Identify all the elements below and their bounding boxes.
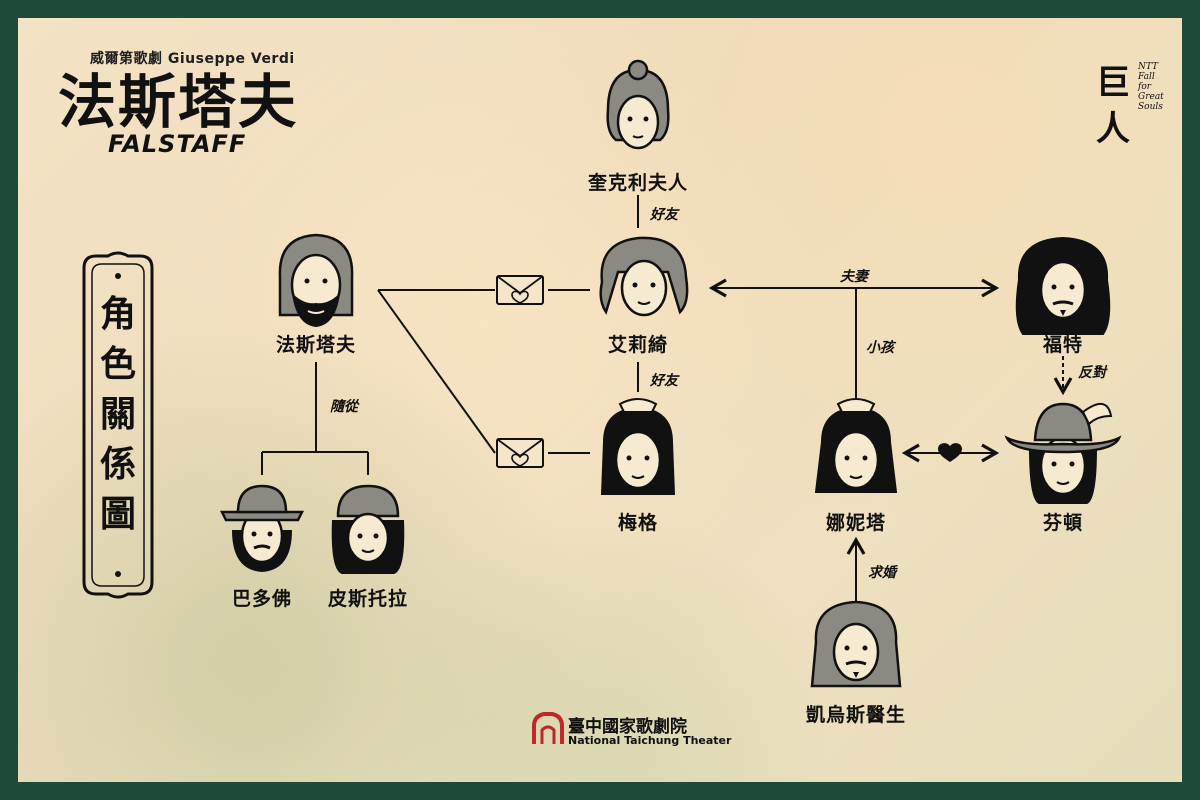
- letter-icon-1: [496, 275, 544, 305]
- opera-title-en: FALSTAFF: [108, 130, 247, 158]
- rel-friend-meg: 好友: [650, 373, 678, 389]
- portrait-meg: [600, 398, 676, 495]
- theater-name-en: National Taichung Theater: [568, 734, 732, 747]
- name-meg: 梅格: [617, 512, 658, 534]
- portrait-nannetta: [814, 398, 898, 493]
- portrait-caius: [810, 600, 902, 688]
- festival-logo-small-text: NTT Fall for Great Souls: [1138, 62, 1164, 112]
- name-quickly: 奎克利夫人: [587, 172, 688, 194]
- portrait-quickly: [606, 59, 670, 150]
- banner-title: 角色關係圖: [99, 294, 136, 535]
- portrait-alice: [599, 236, 689, 317]
- title-block: 威爾第歌劇 Giuseppe Verdi 法斯塔夫 FALSTAFF: [58, 48, 328, 158]
- theater-logo-icon: [532, 712, 564, 744]
- heart-icon: [938, 443, 962, 462]
- theater-logo: 臺中國家歌劇院 National Taichung Theater: [528, 712, 731, 752]
- rel-friend-quickly: 好友: [650, 207, 678, 223]
- rel-follower: 隨從: [330, 399, 358, 415]
- portrait-bardolfo: [219, 484, 305, 572]
- festival-logo: 巨人 NTT Fall for Great Souls: [1090, 60, 1164, 200]
- name-pistola: 皮斯托拉: [327, 588, 408, 610]
- banner-frame: [82, 251, 154, 599]
- rel-oppose: 反對: [1078, 365, 1106, 381]
- portrait-falstaff: [278, 233, 354, 327]
- portrait-pistola: [331, 484, 405, 574]
- letter-icon-2: [496, 438, 544, 468]
- opera-subtitle: 威爾第歌劇 Giuseppe Verdi: [90, 51, 295, 67]
- name-bardolfo: 巴多佛: [231, 588, 292, 610]
- name-alice: 艾莉綺: [607, 334, 668, 356]
- rel-propose: 求婚: [868, 565, 896, 581]
- portrait-fenton: [1004, 402, 1122, 504]
- name-fenton: 芬頓: [1042, 512, 1083, 534]
- rel-spouse: 夫妻: [840, 269, 868, 285]
- line-falstaff-letter2: [377, 289, 496, 454]
- name-nannetta: 娜妮塔: [825, 512, 886, 534]
- name-caius: 凱烏斯醫生: [805, 704, 906, 726]
- theater-name: 臺中國家歌劇院: [568, 717, 687, 737]
- portrait-ford: [1015, 236, 1111, 335]
- name-falstaff: 法斯塔夫: [275, 334, 356, 356]
- paper-background: [18, 18, 1182, 782]
- festival-logo-text: 巨人: [1096, 63, 1130, 149]
- rel-child: 小孩: [866, 340, 894, 356]
- name-ford: 福特: [1042, 334, 1083, 356]
- opera-title: 法斯塔夫: [58, 68, 299, 136]
